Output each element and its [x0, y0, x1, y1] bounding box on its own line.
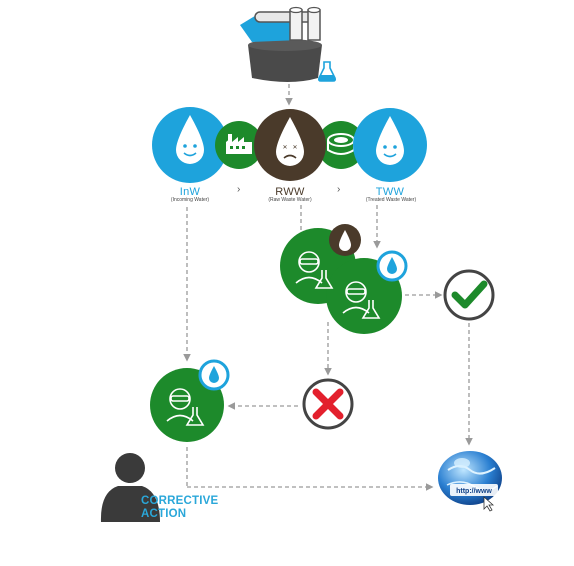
globe-icon: http://www [438, 451, 502, 512]
sad-drop-icon [339, 230, 351, 251]
water-drop-icon [387, 257, 397, 274]
chevron-1: › [237, 184, 241, 195]
svg-text:✕: ✕ [282, 145, 287, 151]
tww-label: TWW [375, 186, 405, 198]
tww-sublabel: (Treated Waste Water) [365, 197, 417, 203]
cursor-icon [483, 496, 495, 512]
rww-label: RWW [275, 186, 305, 198]
person-silhouette-icon [100, 453, 160, 522]
lab-scientist-icon [166, 388, 205, 426]
lab-scientist-icon [295, 251, 334, 289]
factory-icon [226, 134, 252, 154]
lab-flask-icon [317, 61, 337, 82]
lab-cluster [280, 224, 408, 334]
inw-sublabel: (Incoming Water) [170, 197, 210, 203]
sad-drop-icon: ✕ ✕ [276, 117, 304, 166]
check-node [443, 269, 495, 321]
connector-arrows [183, 84, 473, 491]
rww-sublabel: (Raw Waste Water) [268, 197, 312, 203]
lab-scientist-icon [342, 281, 381, 319]
cross-node [302, 378, 354, 430]
water-drop-icon [376, 116, 404, 165]
water-drop-icon [176, 115, 204, 164]
factory-node [215, 121, 263, 169]
inw-label: InW [179, 186, 201, 198]
tww-drop-node [353, 108, 427, 182]
toilet-paper-reel-icon [240, 6, 322, 82]
chevron-2: › [337, 184, 341, 195]
rww-node: ✕ ✕ [254, 109, 326, 181]
corrective-action-label: CORRECTIVE ACTION [141, 495, 218, 521]
check-icon [451, 280, 488, 309]
water-drop-icon [209, 366, 219, 383]
cross-icon [312, 388, 344, 420]
corrective-line-1: CORRECTIVE [141, 495, 219, 507]
url-text: http://www [456, 488, 492, 495]
corrective-line-2: ACTION [141, 508, 187, 520]
svg-text:✕: ✕ [292, 145, 297, 151]
lab-node-left [150, 359, 230, 442]
inw-drop-node [152, 107, 228, 183]
